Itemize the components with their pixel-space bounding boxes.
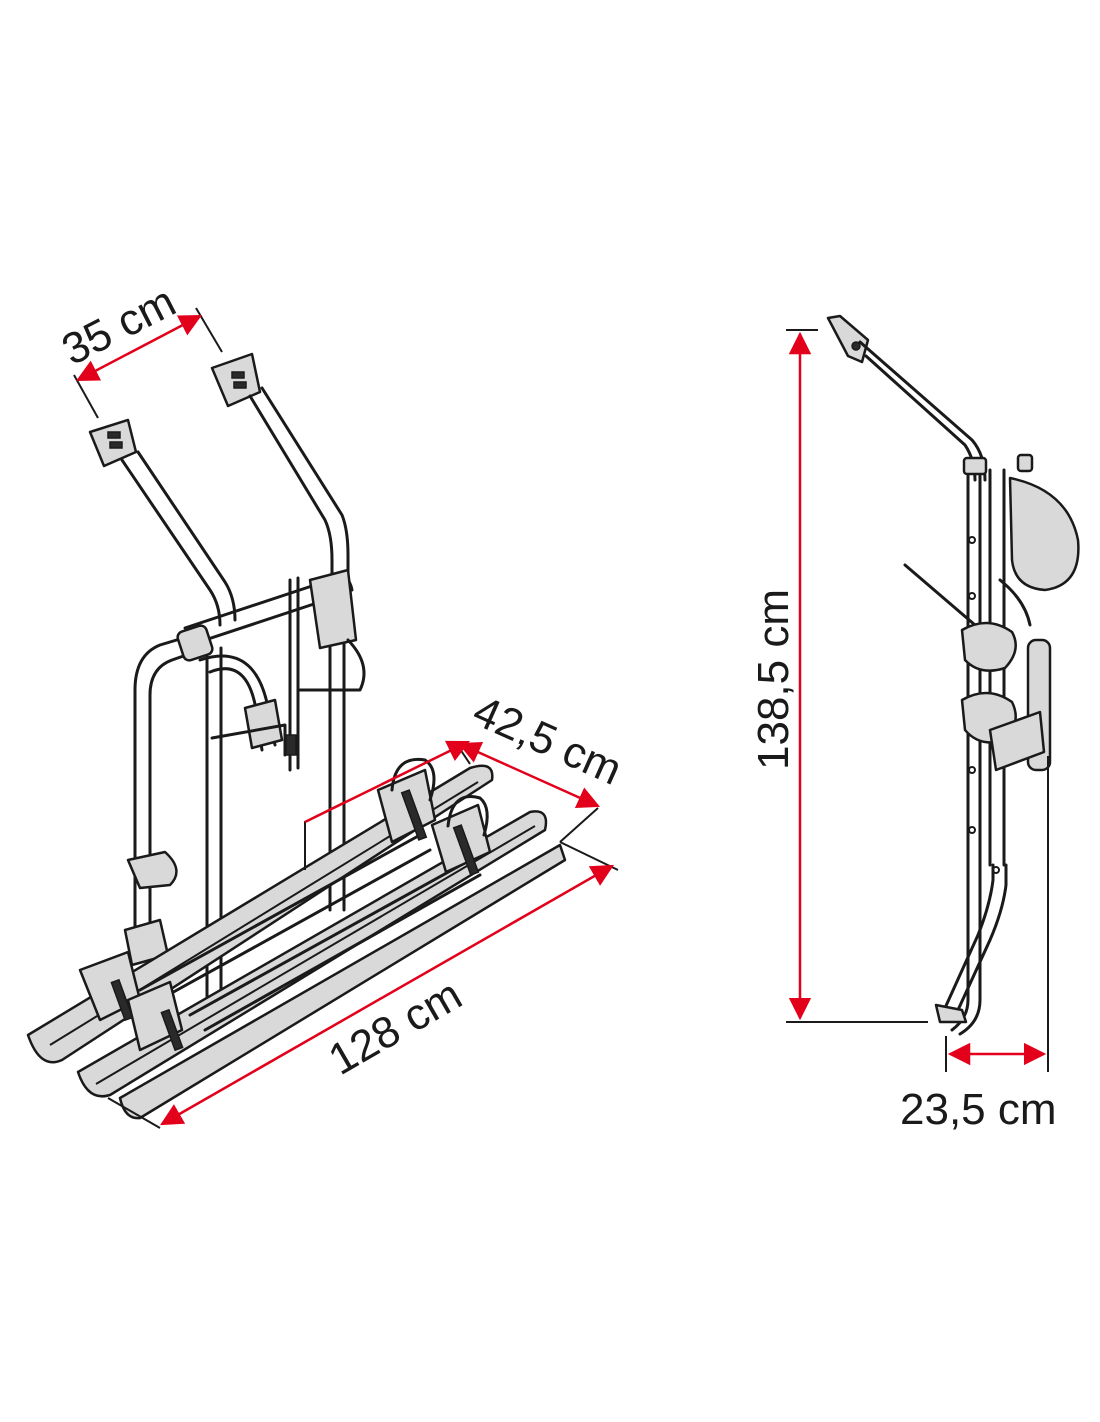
dimension-lines	[73, 307, 1049, 1129]
bike-rack-side-drawing	[826, 314, 1080, 1036]
extension-line	[107, 1097, 161, 1129]
extension-line	[73, 374, 99, 419]
extension-line	[559, 807, 599, 843]
left-upper-arm	[120, 458, 222, 627]
height-label: 138,5 cm	[749, 589, 798, 770]
extension-line	[195, 307, 223, 353]
dimension-line-rail-spacing-a	[304, 740, 471, 824]
dimension-line-rail-length	[160, 864, 614, 1126]
depth-label: 23,5 cm	[900, 1085, 1057, 1134]
arm-spacing-label: 35 cm	[54, 277, 183, 375]
dimension-line-arm-spacing	[76, 314, 202, 382]
dimension-line-rail-spacing	[457, 742, 601, 808]
extension-line	[559, 841, 619, 871]
right-wall-bracket	[210, 352, 262, 408]
